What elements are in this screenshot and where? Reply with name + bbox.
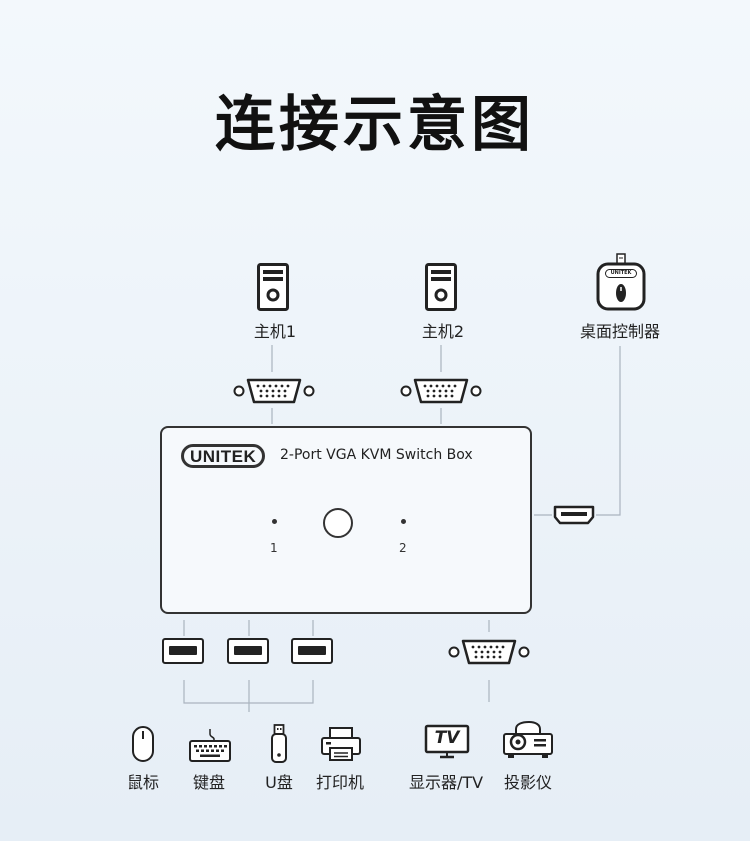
usb-drive-icon <box>271 724 287 763</box>
controller-logo: UNITEK <box>605 269 637 278</box>
printer-icon <box>321 727 361 761</box>
projector-label: 投影仪 <box>503 773 552 792</box>
desktop-controller-icon: UNITEK <box>596 253 646 311</box>
led-label-1: 1 <box>270 541 278 555</box>
page-title: 连接示意图 <box>215 90 535 160</box>
usb-port-icon <box>162 638 204 664</box>
tv-icon: TV <box>424 724 470 760</box>
vga-port-icon <box>400 378 482 404</box>
mouse-icon <box>132 726 154 762</box>
led-indicator-2 <box>401 519 406 524</box>
tv-icon-text: TV <box>434 728 460 748</box>
brand-logo: UNITEK <box>181 444 266 468</box>
mouse-label: 鼠标 <box>126 773 159 792</box>
display-label: 显示器/TV <box>408 773 484 792</box>
vga-port-icon <box>233 378 315 404</box>
controller-label: 桌面控制器 <box>579 322 660 341</box>
usb-port-icon <box>291 638 333 664</box>
host1-label: 主机1 <box>253 322 297 341</box>
led-label-2: 2 <box>399 541 407 555</box>
pc-tower-icon <box>425 263 457 311</box>
host2-label: 主机2 <box>421 322 465 341</box>
vga-port-icon <box>448 639 530 665</box>
printer-label: 打印机 <box>315 773 364 792</box>
model-name: 2-Port VGA KVM Switch Box <box>280 447 473 463</box>
keyboard-icon <box>189 729 231 762</box>
switch-button <box>323 508 353 538</box>
udisk-label: U盘 <box>265 773 293 792</box>
hdmi-port-icon <box>553 505 595 525</box>
projector-icon <box>503 720 553 758</box>
usb-port-icon <box>227 638 269 664</box>
led-indicator-1 <box>272 519 277 524</box>
keyboard-label: 键盘 <box>192 773 225 792</box>
pc-tower-icon <box>257 263 289 311</box>
